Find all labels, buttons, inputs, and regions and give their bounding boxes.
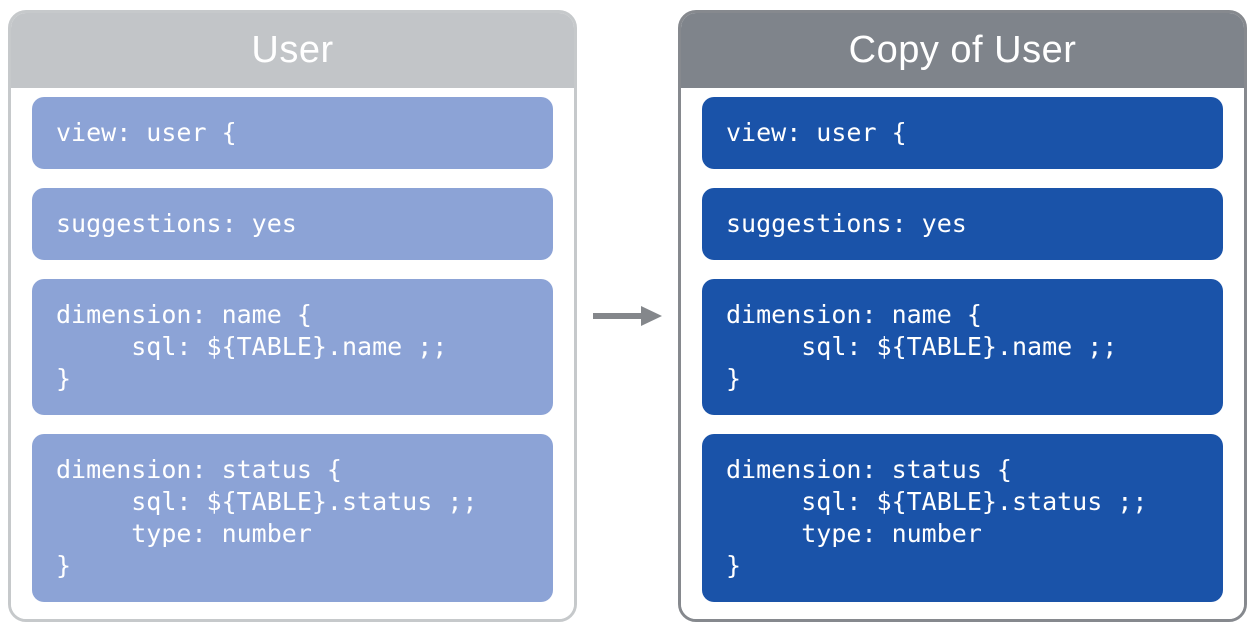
code-block-dimension-name: dimension: name { sql: ${TABLE}.name ;; … xyxy=(32,279,553,415)
code-block-view: view: user { xyxy=(32,97,553,169)
panel-copy-of-user-title: Copy of User xyxy=(848,29,1077,71)
panel-user: User view: user { suggestions: yes dimen… xyxy=(8,10,577,622)
panel-user-title: User xyxy=(251,29,334,71)
lookml-view-copy-diagram: User view: user { suggestions: yes dimen… xyxy=(8,10,1247,622)
panel-copy-of-user-header: Copy of User xyxy=(681,13,1244,88)
code-block-suggestions: suggestions: yes xyxy=(32,188,553,260)
panel-user-body: view: user { suggestions: yes dimension:… xyxy=(11,88,574,619)
code-block-dimension-name: dimension: name { sql: ${TABLE}.name ;; … xyxy=(702,279,1223,415)
code-block-view: view: user { xyxy=(702,97,1223,169)
panel-user-header: User xyxy=(11,13,574,88)
code-block-dimension-status: dimension: status { sql: ${TABLE}.status… xyxy=(702,434,1223,602)
right-arrow-icon xyxy=(592,306,662,326)
code-block-suggestions: suggestions: yes xyxy=(702,188,1223,260)
code-block-dimension-status: dimension: status { sql: ${TABLE}.status… xyxy=(32,434,553,602)
panel-copy-of-user-body: view: user { suggestions: yes dimension:… xyxy=(681,88,1244,619)
panel-copy-of-user: Copy of User view: user { suggestions: y… xyxy=(678,10,1247,622)
copy-arrow-container xyxy=(577,10,678,622)
